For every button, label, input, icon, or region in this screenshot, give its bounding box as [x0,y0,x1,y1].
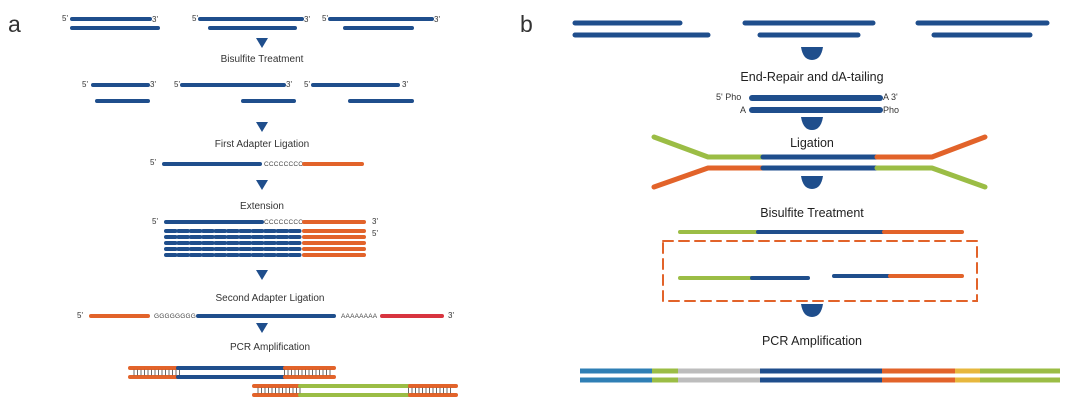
dashed-box [662,240,978,302]
arrow-icon [801,117,823,130]
end-label-3prime: 3' [150,80,156,89]
end-label-5prime: 5' [77,311,83,320]
a-tail-sequence: AAAAAAAA [341,313,378,320]
step-label-bisulfite-a: Bisulfite Treatment [221,54,304,65]
panel-a-single-strands [91,83,414,103]
end-label-5prime: 5' [152,217,158,226]
step-label-ligation: Ligation [790,136,834,150]
extension-products [164,229,366,257]
primer-extension-products [678,274,964,280]
c-tail-sequence: CCCCCCCC [264,161,303,168]
label-a: A [740,105,746,115]
y-adapter-ligation-product [651,134,988,190]
arrow-icon [801,47,823,60]
step-label-end-repair: End-Repair and dA-tailing [740,70,883,84]
panel-a-row2-end-labels: 5' 3' 5' 3' 5' 3' [82,80,408,89]
end-label-3prime: 3' [372,217,378,226]
pcr-product-1 [128,366,336,379]
end-label-5prime: 5' [62,14,68,23]
pcr-product-final [580,368,1060,383]
end-label-5prime: 5' [322,14,328,23]
panel-b-label: b [520,11,533,37]
end-label-3prime: 3' [402,80,408,89]
end-label-5prime: 5' [192,14,198,23]
label-a-3prime: A 3' [883,92,898,102]
end-label-5prime: 5' [150,158,156,167]
end-label-3prime: 3' [152,15,158,24]
arrow-icon [256,323,268,333]
arrow-icon [256,38,268,48]
panel-a-row1-end-labels: 5' 3' 5' 3' 5' 3' [62,14,440,24]
end-label-5prime: 5' [304,80,310,89]
arrow-icon [801,176,823,189]
step-label-pcr-a: PCR Amplification [230,342,310,353]
arrow-icon [256,122,268,132]
panel-a-label: a [8,11,21,37]
pcr-product-2 [252,384,458,397]
end-label-5prime: 5' [174,80,180,89]
end-label-3prime: 3' [434,15,440,24]
step-label-first-adapter-ligation: First Adapter Ligation [215,139,310,150]
label-5-pho: 5' Pho [716,92,741,102]
g-tail-sequence: GGGGGGGG [154,313,196,320]
step-label-pcr-b: PCR Amplification [762,334,862,348]
end-label-3prime: 3' [448,311,454,320]
end-label-5prime: 5' [372,229,378,238]
arrow-icon [256,270,268,280]
panel-a-dna-fragments [70,17,434,30]
c-tail-sequence: CCCCCCCC [264,219,303,226]
end-label-3prime: 3' [286,80,292,89]
end-label-3prime: 3' [304,15,310,24]
arrow-icon [256,180,268,190]
arrow-icon [801,304,823,317]
step-label-bisulfite-b: Bisulfite Treatment [760,206,864,220]
label-pho: Pho [883,105,899,115]
step-label-second-adapter-ligation: Second Adapter Ligation [216,293,325,304]
panel-b-dna-fragments [572,20,1050,38]
end-label-5prime: 5' [82,80,88,89]
step-label-extension: Extension [240,201,284,212]
